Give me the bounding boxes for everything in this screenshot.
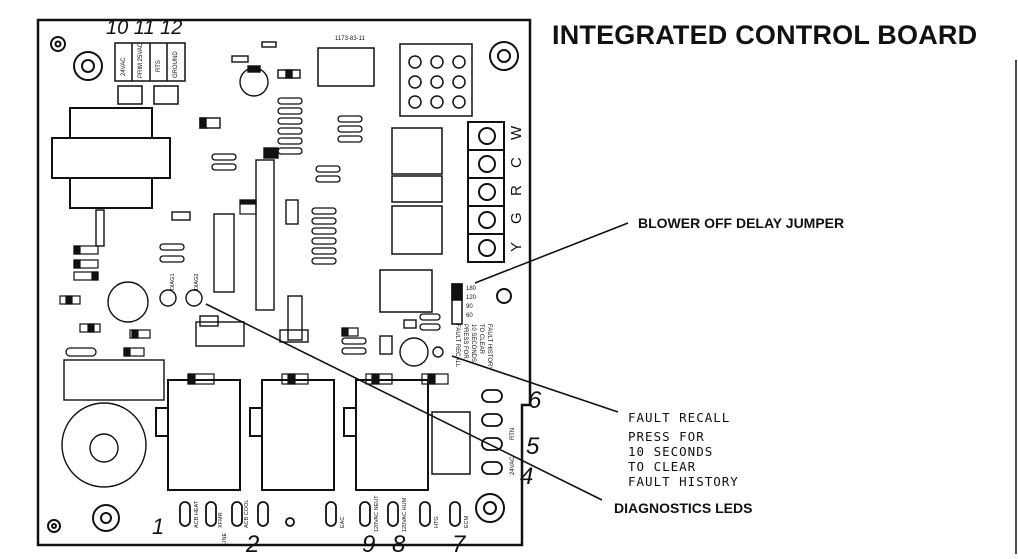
svg-text:90: 90 [466,304,473,310]
fault-leader-line [451,355,619,413]
jumper-labels: 180 120 90 60 [466,286,477,319]
svg-text:120VAC NEUT: 120VAC NEUT [374,495,380,532]
right-pin-labels: RTN 24VAC [510,428,516,475]
diag-leader-line [205,303,603,501]
top-connector-labels: 24VAC PRIM 25VAC RTS GROUND [121,42,179,78]
bottom-spade-terminals [179,501,461,527]
svg-text:1: 1 [152,514,164,539]
svg-text:10 SECONDS: 10 SECONDS [470,324,476,362]
page-title: INTEGRATED CONTROL BOARD [552,20,978,50]
svg-text:4: 4 [520,463,533,490]
svg-text:PRESS FOR: PRESS FOR [462,324,468,359]
svg-text:G: G [508,212,525,224]
molex-connector [399,43,473,117]
bottom-connector-labels: ACB HEAT XFMR LINE ACB COOL EAC 120VAC N… [194,495,470,545]
blower-jumper [451,283,463,325]
svg-text:180: 180 [466,286,477,292]
svg-text:RTS: RTS [156,60,162,72]
svg-text:120: 120 [466,295,477,301]
fault-recall-silkscreen: FAULT RECALL PRESS FOR 10 SECONDS TO CLE… [454,324,492,370]
svg-text:XFMR: XFMR [218,512,224,528]
components [61,41,444,488]
terminal-strip [467,121,505,263]
svg-text:24VAC: 24VAC [510,456,516,475]
led-labels: DIAG1 DIAG2 [170,273,200,290]
relay-top [317,47,375,87]
svg-text:9: 9 [362,531,375,554]
svg-text:PRIM 25VAC: PRIM 25VAC [138,42,144,78]
blower-off-delay-jumper-label: BLOWER OFF DELAY JUMPER [638,215,845,231]
svg-text:7: 7 [452,531,467,554]
svg-text:120VAC HUM: 120VAC HUM [402,497,408,532]
diodes [59,199,359,357]
mounting-holes [47,36,519,533]
blower-leader-line [474,222,629,284]
svg-text:DIAG1: DIAG1 [170,273,176,290]
svg-text:10 11 12: 10 11 12 [106,17,182,39]
terminal-letters: W C R G Y [508,125,525,252]
svg-text:W: W [508,125,525,140]
handwritten-notes: 10 11 12 6 5 4 1 2 9 8 7 [106,17,542,558]
svg-text:HTG: HTG [434,516,440,528]
bottom-diodes [187,373,449,385]
svg-text:60: 60 [466,313,473,319]
svg-text:5: 5 [526,433,540,460]
right-spade-pins [481,389,503,475]
svg-text:FAULT HISTORY: FAULT HISTORY [486,324,492,370]
svg-text:RTN: RTN [510,428,516,440]
svg-text:ACB HEAT: ACB HEAT [194,500,200,528]
svg-text:1173-83-11: 1173-83-11 [335,36,365,42]
svg-text:ECM: ECM [464,515,470,528]
bottom-relays [155,379,429,491]
transformer [51,107,171,209]
top-connector-block [114,42,186,105]
svg-text:LINE: LINE [222,532,228,545]
svg-text:24VAC: 24VAC [121,57,127,76]
svg-text:8: 8 [392,531,406,554]
svg-text:DIAG2: DIAG2 [194,273,200,290]
svg-text:Y: Y [508,242,525,252]
svg-text:GROUND: GROUND [173,51,179,78]
resistor-banks [65,97,441,357]
relays [379,127,471,475]
svg-text:ACB COOL: ACB COOL [244,500,250,528]
svg-text:TO CLEAR: TO CLEAR [478,324,484,355]
svg-text:R: R [508,185,525,196]
board-outline [36,18,532,547]
diagnostics-leds-label: DIAGNOSTICS LEDS [614,500,753,516]
svg-text:2: 2 [245,531,259,554]
svg-text:FAULT RECALL: FAULT RECALL [454,324,460,368]
svg-text:6: 6 [528,387,542,414]
svg-text:EAC: EAC [340,517,346,528]
svg-text:C: C [508,157,525,168]
